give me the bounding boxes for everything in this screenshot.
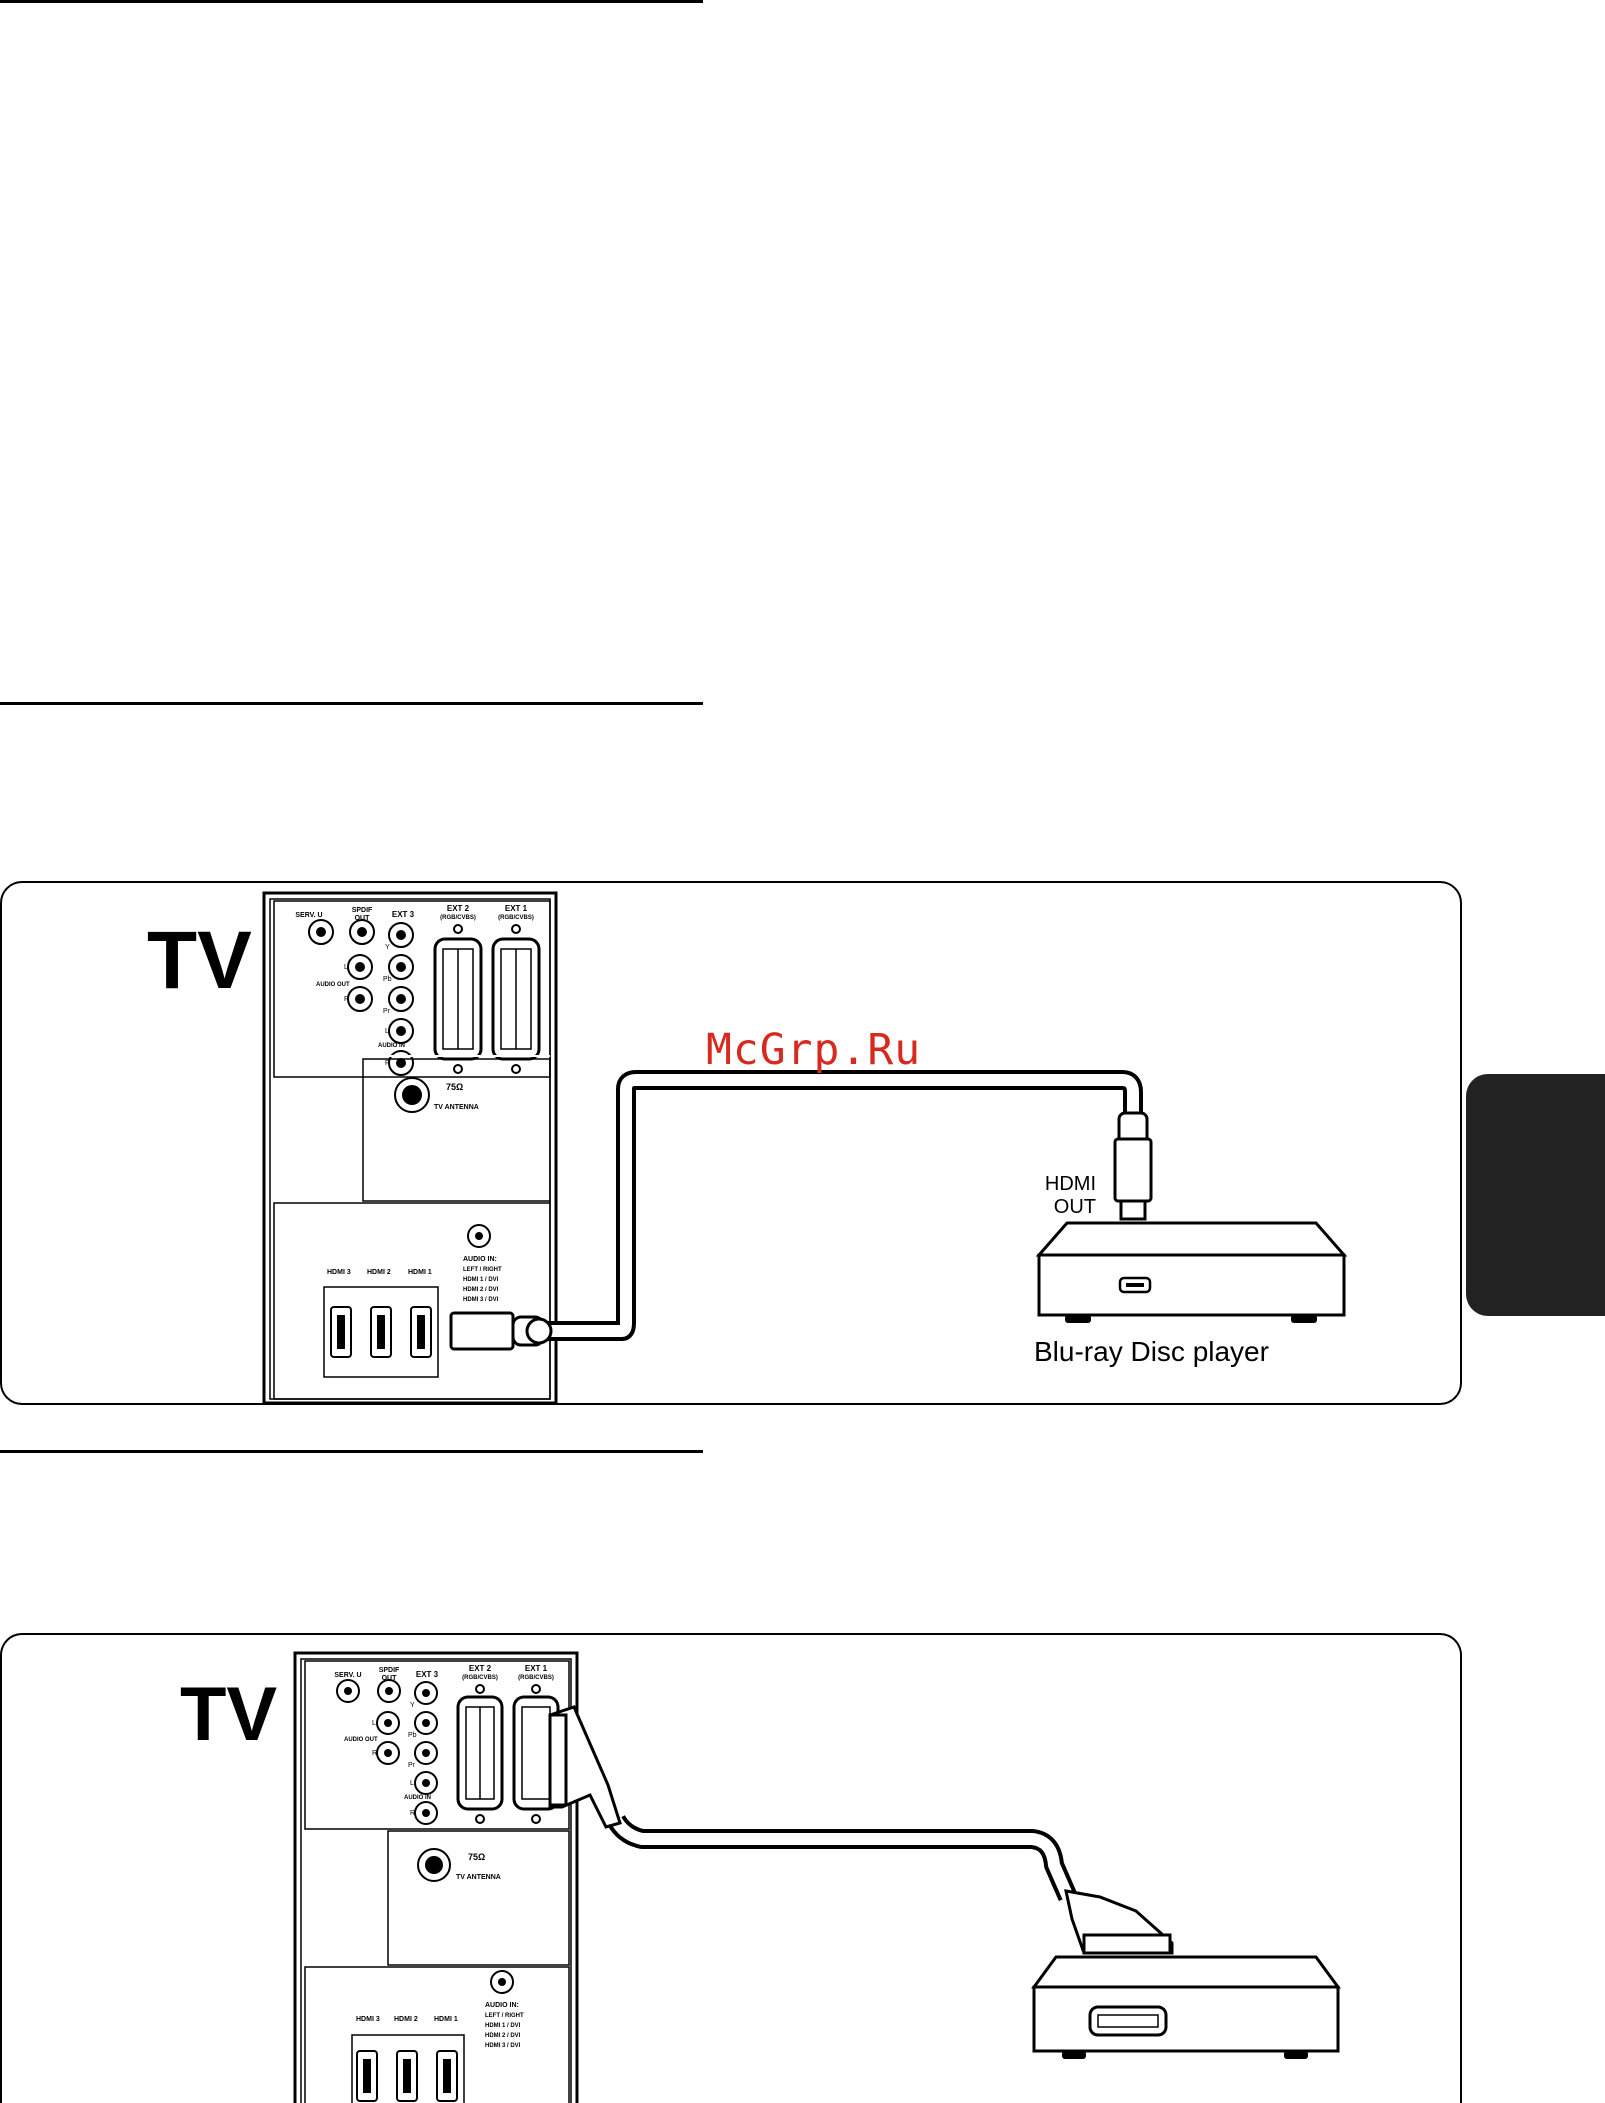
- svg-text:HDMI 1: HDMI 1: [408, 1269, 432, 1276]
- svg-text:HDMI 2 / DVI: HDMI 2 / DVI: [463, 1287, 499, 1293]
- svg-text:Pb: Pb: [383, 976, 392, 983]
- svg-text:(RGB/CVBS): (RGB/CVBS): [440, 915, 476, 921]
- svg-text:L: L: [385, 1028, 389, 1035]
- chapter-side-tab: [1466, 1074, 1605, 1316]
- svg-text:L: L: [372, 1720, 376, 1727]
- antenna-block-2: [387, 1830, 570, 1966]
- svg-text:Y: Y: [385, 944, 390, 951]
- tv-label: TV: [147, 915, 252, 1006]
- svg-text:SERV. U: SERV. U: [334, 1672, 361, 1679]
- device-scart-socket-icon: [1088, 2005, 1168, 2037]
- svg-text:Pb: Pb: [408, 1732, 417, 1739]
- hdmi-plug-tv-icon: [449, 1311, 515, 1351]
- svg-text:AUDIO OUT: AUDIO OUT: [316, 982, 350, 988]
- svg-text:R: R: [410, 1810, 415, 1817]
- svg-text:TV ANTENNA: TV ANTENNA: [434, 1104, 479, 1111]
- svg-text:EXT 2: EXT 2: [469, 1664, 492, 1673]
- svg-text:AUDIO IN:: AUDIO IN:: [485, 2002, 519, 2009]
- diagram-hdmi-connection: TV SERV. U SPDIF OUT EXT 3 Y Pb Pr L AUD…: [0, 881, 1462, 1405]
- tv-back-panel: [262, 891, 558, 1403]
- svg-text:Pr: Pr: [383, 1008, 391, 1015]
- svg-text:LEFT / RIGHT: LEFT / RIGHT: [485, 2013, 524, 2019]
- hdmi-out-label: HDMI: [1045, 1173, 1096, 1195]
- diagram-scart-svg: TV SERV. U SPDIF OUT EXT 3 Y Pb Pr L AUD…: [180, 1651, 1341, 2103]
- svg-text:LEFT / RIGHT: LEFT / RIGHT: [463, 1267, 502, 1273]
- svg-text:SERV. U: SERV. U: [295, 912, 322, 919]
- svg-text:SPDIF: SPDIF: [379, 1667, 400, 1674]
- recorder-device-icon: [1031, 1955, 1341, 1989]
- svg-text:HDMI 3: HDMI 3: [356, 2016, 380, 2023]
- svg-text:HDMI 1 / DVI: HDMI 1 / DVI: [463, 1277, 499, 1283]
- diagram-scart-connection: TV SERV. U SPDIF OUT EXT 3 Y Pb Pr L AUD…: [0, 1633, 1462, 2103]
- svg-text:SPDIF: SPDIF: [352, 907, 373, 914]
- svg-text:75Ω: 75Ω: [468, 1852, 485, 1862]
- hdmi-plug-player-icon: [1113, 1137, 1153, 1203]
- section-rule-1: [0, 702, 703, 705]
- svg-text:OUT: OUT: [382, 1675, 398, 1682]
- svg-text:75Ω: 75Ω: [446, 1082, 463, 1092]
- svg-text:HDMI 3 / DVI: HDMI 3 / DVI: [485, 2043, 521, 2049]
- svg-text:(RGB/CVBS): (RGB/CVBS): [518, 1675, 554, 1681]
- svg-text:AUDIO IN:: AUDIO IN:: [463, 1256, 497, 1263]
- watermark: McGrp.Ru: [706, 1025, 922, 1075]
- bluray-player-icon: [1035, 1221, 1348, 1257]
- svg-text:EXT 1: EXT 1: [525, 1664, 548, 1673]
- scart-cable: [607, 1814, 1078, 1902]
- svg-text:Y: Y: [410, 1702, 415, 1709]
- svg-text:(RGB/CVBS): (RGB/CVBS): [498, 915, 534, 921]
- svg-text:HDMI 3: HDMI 3: [327, 1269, 351, 1276]
- svg-text:Pr: Pr: [408, 1762, 416, 1769]
- svg-text:HDMI 3 / DVI: HDMI 3 / DVI: [463, 1297, 499, 1303]
- top-rule: [0, 0, 703, 3]
- section-rule-2: [0, 1450, 703, 1453]
- svg-text:R: R: [372, 1750, 377, 1757]
- hdmi-block: [273, 1202, 551, 1400]
- antenna-block: [362, 1058, 551, 1202]
- svg-text:HDMI 2 / DVI: HDMI 2 / DVI: [485, 2033, 521, 2039]
- svg-text:HDMI 2: HDMI 2: [394, 2016, 418, 2023]
- diagram-hdmi-svg: TV SERV. U SPDIF OUT EXT 3 Y Pb Pr L AUD…: [147, 891, 1348, 1403]
- svg-text:AUDIO OUT: AUDIO OUT: [344, 1737, 378, 1743]
- svg-text:R: R: [385, 1060, 390, 1067]
- svg-text:(RGB/CVBS): (RGB/CVBS): [462, 1675, 498, 1681]
- svg-text:AUDIO IN: AUDIO IN: [378, 1043, 405, 1049]
- svg-text:TV ANTENNA: TV ANTENNA: [456, 1874, 501, 1881]
- svg-text:EXT 2: EXT 2: [447, 904, 470, 913]
- svg-text:R: R: [344, 996, 349, 1003]
- svg-text:OUT: OUT: [1054, 1196, 1096, 1218]
- svg-text:AUDIO IN: AUDIO IN: [404, 1795, 431, 1801]
- svg-text:EXT 1: EXT 1: [505, 904, 528, 913]
- svg-text:EXT 3: EXT 3: [416, 1670, 439, 1679]
- svg-text:HDMI 1: HDMI 1: [434, 2016, 458, 2023]
- svg-text:L: L: [410, 1780, 414, 1787]
- svg-text:OUT: OUT: [355, 915, 371, 922]
- svg-text:HDMI 1 / DVI: HDMI 1 / DVI: [485, 2023, 521, 2029]
- svg-text:L: L: [344, 964, 348, 971]
- svg-text:EXT 3: EXT 3: [392, 910, 415, 919]
- tv-label-2: TV: [180, 1672, 277, 1757]
- svg-text:HDMI 2: HDMI 2: [367, 1269, 391, 1276]
- tv-back-panel-2: [293, 1651, 579, 2103]
- device-label: Blu-ray Disc player: [1034, 1336, 1269, 1367]
